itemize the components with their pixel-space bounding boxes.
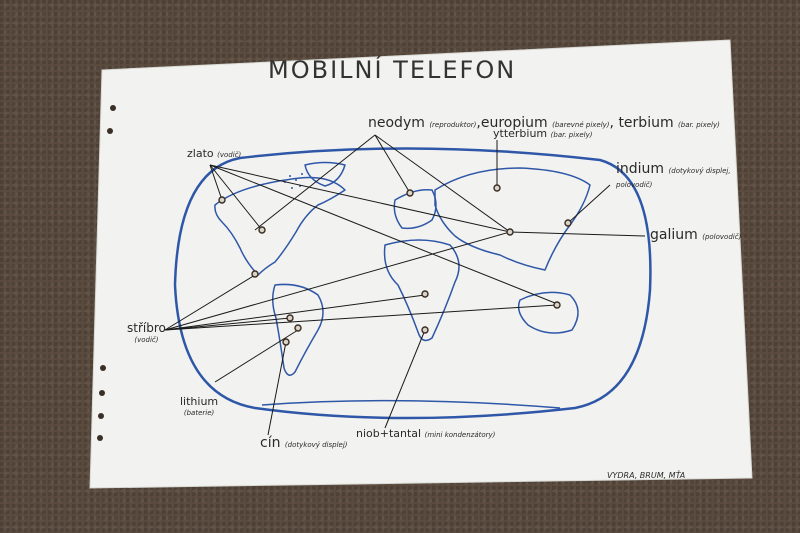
label-ytterbium-note: (bar. pixely) — [550, 131, 593, 139]
north-america — [214, 176, 346, 276]
south-america — [272, 283, 324, 376]
label-cin-text: cín — [260, 435, 281, 451]
label-stribro-text: stříbro — [127, 321, 166, 335]
signature: VYDRA, BRUM, MŤA — [607, 471, 686, 480]
label-ytterbium-text: ytterbium — [493, 127, 548, 140]
pin — [421, 326, 429, 334]
pin — [282, 338, 290, 346]
asia — [434, 167, 591, 271]
label-indium-text: indium — [616, 161, 665, 177]
label-indium-note: (dotykový displej, polovodič) — [616, 167, 731, 189]
connection-lines — [164, 134, 646, 436]
pin — [258, 226, 266, 234]
poster-title: MOBILNÍ TELEFON — [268, 56, 517, 84]
pin — [553, 301, 561, 309]
punch-hole — [100, 365, 106, 371]
pin — [564, 219, 572, 227]
punch-hole — [110, 105, 116, 111]
label-galium: galium (polovodič) — [650, 228, 741, 242]
pin — [294, 324, 302, 332]
pin — [251, 270, 259, 278]
punch-hole — [98, 413, 104, 419]
pin — [286, 314, 294, 322]
punch-hole — [99, 390, 105, 396]
label-niob-text: niob+tantal — [356, 427, 422, 440]
label-lithium-text: lithium — [180, 395, 219, 408]
map-frame — [173, 147, 652, 420]
label-neodym-note: (reproduktor) — [429, 121, 477, 129]
label-lithium: lithium (baterie) — [180, 396, 218, 417]
punch-hole — [97, 435, 103, 441]
pin — [421, 290, 429, 298]
label-stribro-note: (vodič) — [134, 336, 159, 344]
greenland — [304, 161, 346, 187]
label-cin: cín (dotykový displej) — [260, 436, 348, 450]
pin — [218, 196, 226, 204]
europe — [393, 188, 437, 230]
paper-sheet — [89, 39, 753, 489]
label-terbium-text: , terbium — [609, 115, 674, 131]
label-neodym-text: neodym — [368, 115, 425, 131]
australia — [517, 291, 579, 334]
label-ytterbium: ytterbium (bar. pixely) — [493, 128, 592, 139]
punch-hole — [107, 128, 113, 134]
label-cin-note: (dotykový displej) — [284, 441, 348, 449]
label-neodym: neodym (reproduktor),europium (barevné p… — [368, 116, 720, 130]
label-stribro: stříbro (vodič) — [127, 322, 166, 344]
label-europium-note: (barevné pixely) — [552, 121, 610, 129]
label-europium-text: ,europium — [476, 115, 548, 131]
antarctica — [261, 399, 561, 409]
map-pins — [218, 184, 572, 346]
label-lithium-note: (baterie) — [183, 409, 215, 417]
label-terbium-note: (bar. pixely) — [678, 121, 720, 129]
punch-holes — [97, 105, 116, 441]
label-zlato-text: zlato — [187, 147, 214, 160]
label-niob: niob+tantal (mini kondenzátory) — [356, 428, 495, 439]
label-galium-note: (polovodič) — [702, 233, 742, 241]
label-zlato-note: (vodič) — [217, 151, 242, 159]
label-zlato: zlato (vodič) — [187, 148, 241, 159]
africa — [383, 239, 460, 342]
pin — [493, 184, 501, 192]
pin — [506, 228, 514, 236]
label-galium-text: galium — [650, 227, 698, 243]
pin — [406, 189, 414, 197]
label-indium: indium (dotykový displej, polovodič) — [616, 162, 736, 190]
label-niob-note: (mini kondenzátory) — [424, 431, 496, 439]
